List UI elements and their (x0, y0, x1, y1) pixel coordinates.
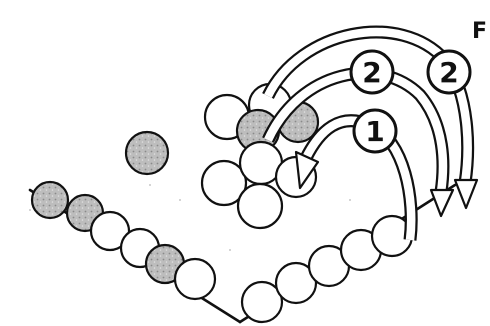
ball (238, 184, 282, 228)
move-label: 1 (365, 115, 384, 148)
move-label: 2 (439, 56, 458, 89)
ball (32, 182, 68, 218)
move-label: 2 (362, 56, 381, 89)
ball (175, 259, 215, 299)
move-badge: 1 (354, 110, 396, 152)
move-badge: 2 (428, 51, 470, 93)
single-grey-ball (126, 132, 168, 174)
move-badge: 2 (351, 51, 393, 93)
left-ball-row (32, 182, 215, 299)
right-ball-row (242, 216, 412, 322)
corner-letter: F (472, 19, 487, 44)
